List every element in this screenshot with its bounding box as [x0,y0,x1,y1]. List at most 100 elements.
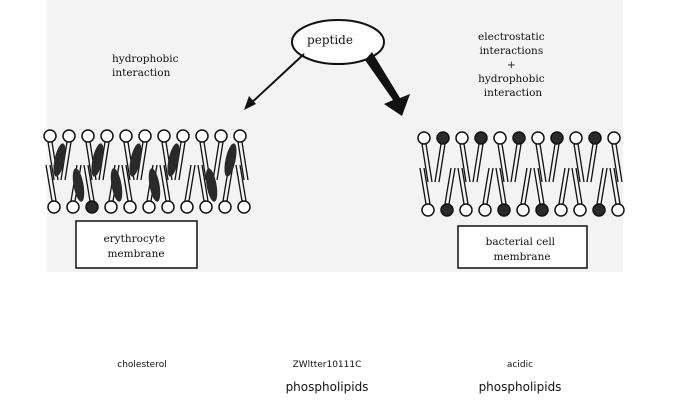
lipid-tail [425,143,433,183]
electrostatic-label-line-1: electrostatic [478,31,545,43]
hydrophobic-label-line-1: hydrophobic [112,53,179,65]
lipid-tail [239,164,247,202]
lipid-head [535,203,549,217]
bacterial-membrane-box [457,225,588,269]
lipid-tail [212,141,220,181]
lipid-tail [562,167,570,205]
cholesterol-molecule [72,168,85,202]
lipid-tail [535,143,543,183]
lipid-tail [463,143,471,183]
lipid-tail [184,164,192,202]
lipid-head [180,200,194,214]
lipid-head [531,131,545,145]
lipid-head [554,203,568,217]
bacterial-membrane-label: bacterial cell membrane [486,236,559,263]
lipid-head [43,129,57,143]
lipid-tail [140,141,148,181]
lipid-head [440,203,454,217]
lipid-head [81,129,95,143]
arrowhead-left-icon [244,96,256,110]
lipid-tail [461,167,469,205]
lipid-tail [197,164,205,202]
cholesterol-molecule [53,143,66,177]
lipid-head [569,131,583,145]
lipid-tail [459,143,467,183]
lipid-head [85,200,99,214]
lipid-head [100,129,114,143]
lipid-tail [533,167,541,205]
lipid-head [218,200,232,214]
hydrophobic-label-line-2: interaction [112,67,171,79]
lipid-head [592,203,606,217]
lipid-tail [201,164,209,202]
lipid-head [497,203,511,217]
lipid-tail [188,164,196,202]
lipid-head [123,200,137,214]
cholesterol-molecule [224,143,237,177]
lipid-head [607,131,621,145]
lipid-tail [482,167,490,205]
lipid-tail [85,141,93,181]
lipid-head [47,200,61,214]
hydrophobic-label: hydrophobic interaction [112,53,182,79]
lipid-head [611,203,625,217]
lipid-head [478,203,492,217]
lipid-tail [548,143,556,183]
lipid-tail [421,143,429,183]
lipid-head [119,129,133,143]
lipid-head [459,203,473,217]
caption-zwitterionic-phospholipids: phospholipids [285,380,369,394]
lipid-tail [159,164,167,202]
lipid-head [417,131,431,145]
bacterial-label-line-2: membrane [493,251,550,263]
caption-zwitterionic: ZWltter10111C [292,360,362,370]
electrostatic-label-line-5: interaction [484,87,543,99]
cholesterol-molecule [129,143,142,177]
lipid-tail [123,141,131,181]
lipid-tail [87,164,95,202]
lipid-tail [552,143,560,183]
erythrocyte-membrane-box [75,220,198,269]
lipid-head [455,131,469,145]
lipid-tail [613,167,621,205]
lipid-tail [558,167,566,205]
lipid-head [512,131,526,145]
lipid-head [233,129,247,143]
lipid-tail [571,167,579,205]
lipid-tail [476,143,484,183]
lipid-head [161,200,175,214]
cholesterol-molecule [205,168,218,202]
erythrocyte-membrane-label: erythrocyte membrane [103,233,168,260]
lipid-head [142,200,156,214]
lipid-head [237,200,251,214]
arrow-to-erythrocyte [247,53,305,107]
lipid-tail [237,141,245,181]
lipid-tail [486,167,494,205]
lipid-head [214,129,228,143]
lipid-tail [121,164,129,202]
lipid-head [550,131,564,145]
erythrocyte-label-line-2: membrane [107,248,164,260]
lipid-tail [609,167,617,205]
erythrocyte-bilayer [43,129,251,214]
lipid-tail [241,141,249,181]
lipid-tail [434,143,442,183]
peptide-oval [291,19,385,65]
lipid-tail [444,167,452,205]
lipid-tail [615,143,623,183]
lipid-tail [125,164,133,202]
lipid-head [493,131,507,145]
lipid-tail [163,164,171,202]
bacterial-bilayer [417,131,625,217]
lipid-tail [577,143,585,183]
lipid-head [157,129,171,143]
lipid-head [62,129,76,143]
arrow-to-bacteria [365,52,410,116]
cholesterol-molecule [167,143,180,177]
lipid-tail [178,141,186,181]
lipid-tail [537,167,545,205]
lipid-tail [539,143,547,183]
lipid-tail [524,167,532,205]
bacterial-label-line-1: bacterial cell [486,236,556,248]
